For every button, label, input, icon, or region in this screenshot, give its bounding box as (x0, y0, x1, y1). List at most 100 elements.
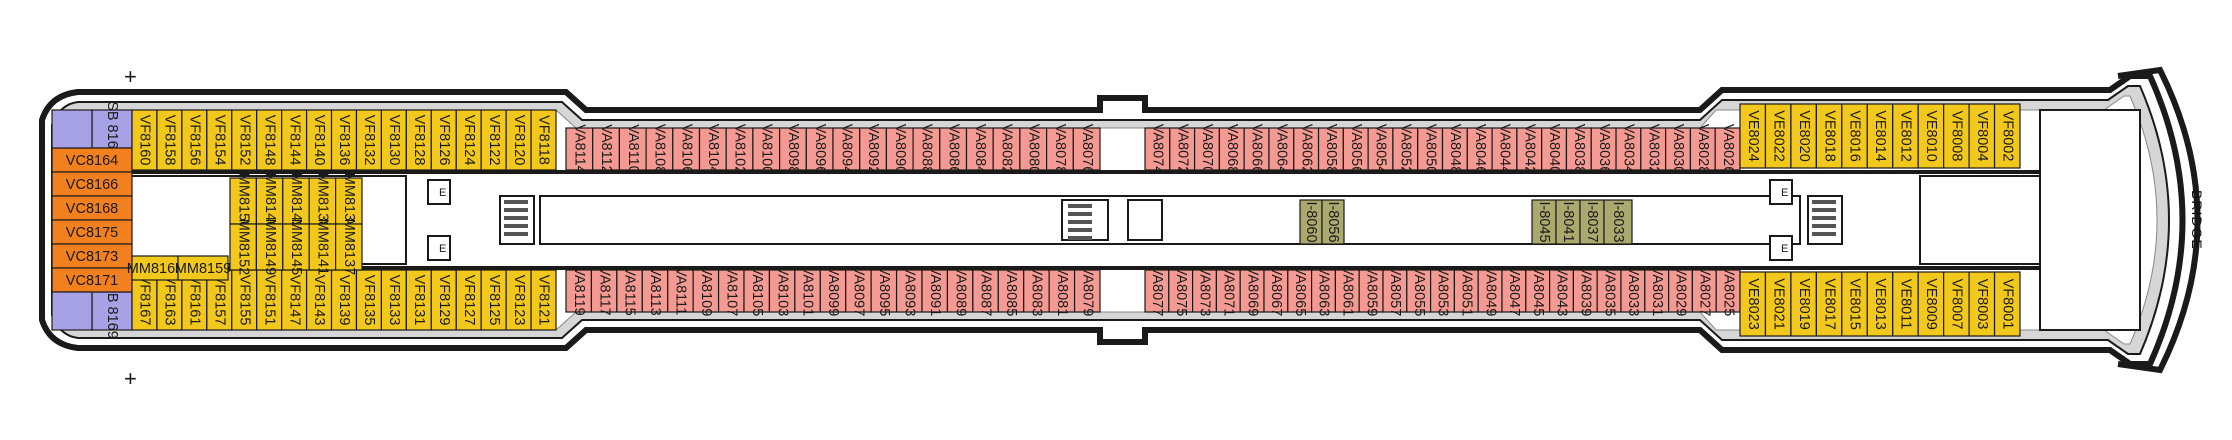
cabin-verandah[interactable]: VF8151 (256, 269, 283, 331)
cabin-verandah[interactable]: VF8132 (355, 109, 383, 171)
cabin-box[interactable] (1917, 103, 1945, 169)
cabin-vista[interactable]: VA8084 (965, 124, 994, 175)
cabin-verandah[interactable]: VE8022 (1764, 103, 1792, 169)
cabin-box[interactable] (1243, 127, 1270, 171)
cabin-verandah[interactable]: VF8155 (231, 269, 258, 331)
cabin-inside[interactable]: MM8150 (229, 173, 257, 229)
cabin-box[interactable] (255, 223, 284, 271)
cabin-box[interactable] (1072, 127, 1101, 171)
cabin-box[interactable] (965, 127, 994, 171)
cabin-box[interactable] (355, 109, 383, 171)
cabin-vista[interactable]: VA8104 (698, 124, 727, 175)
cabin-vista[interactable]: VA8087 (972, 266, 999, 317)
cabin-vista[interactable]: VA8117 (590, 266, 618, 316)
cabin-box[interactable] (794, 269, 821, 313)
cabin-vista[interactable]: VA8047 (1501, 266, 1527, 317)
cabin-verandah[interactable]: VF8133 (380, 269, 407, 331)
cabin-vista[interactable]: VA8107 (717, 266, 745, 317)
cabin-vista[interactable]: VA8099 (819, 266, 847, 317)
cabin-box[interactable] (641, 269, 669, 313)
cabin-box[interactable] (1603, 199, 1633, 245)
cabin-box[interactable] (256, 109, 283, 171)
cabin-vista[interactable]: VA8114 (565, 124, 594, 174)
cabin-suite[interactable]: VC8168 (51, 195, 133, 221)
cabin-vista[interactable]: VA8057 (1382, 266, 1408, 317)
cabin-box[interactable] (565, 269, 593, 313)
cabin-vista[interactable]: VA8070 (1193, 124, 1220, 175)
cabin-vista[interactable]: VA8101 (794, 266, 821, 317)
cabin-vista[interactable]: VA8030 (1665, 124, 1692, 175)
cabin-inside[interactable]: MM8159 (175, 255, 231, 281)
cabin-box[interactable] (921, 269, 949, 313)
cabin-vista[interactable]: VA8032 (1640, 124, 1667, 175)
cabin-verandah[interactable]: VF8160 (131, 109, 158, 171)
cabin-vista[interactable]: VA8091 (921, 266, 949, 317)
cabin-box[interactable] (1144, 127, 1171, 171)
cabin-box[interactable] (335, 177, 363, 225)
cabin-vista[interactable]: VA8090 (885, 124, 914, 175)
cabin-verandah[interactable]: VE8014 (1866, 103, 1894, 169)
cabin-box[interactable] (1073, 269, 1101, 313)
cabin-vista[interactable]: VA8078 (1045, 124, 1074, 175)
cabin-box[interactable] (1565, 127, 1592, 171)
cabin-verandah[interactable]: VE8018 (1815, 103, 1843, 169)
cabin-box[interactable] (1993, 103, 2021, 169)
cabin-verandah[interactable]: VE8017 (1815, 271, 1843, 337)
cabin-vista[interactable]: VA8119 (565, 266, 593, 316)
cabin-verandah[interactable]: VF8130 (380, 109, 407, 171)
cabin-vista[interactable]: VA8093 (895, 266, 923, 317)
cabin-vista[interactable]: VA8035 (1596, 266, 1622, 317)
cabin-box[interactable] (1968, 103, 1996, 169)
cabin-box[interactable] (177, 255, 229, 281)
cabin-verandah[interactable]: VE8015 (1841, 271, 1868, 337)
cabin-vista[interactable]: VA8105 (743, 266, 771, 317)
cabin-vista[interactable]: VA8026 (1714, 124, 1741, 175)
cabin-box[interactable] (1739, 271, 1767, 337)
cabin-verandah[interactable]: VF8128 (405, 109, 432, 171)
cabin-verandah[interactable]: VF8144 (281, 109, 308, 171)
cabin-verandah[interactable]: VF8156 (181, 109, 208, 171)
cabin-box[interactable] (282, 223, 310, 271)
cabin-vista[interactable]: VA8061 (1334, 266, 1360, 317)
cabin-vista[interactable]: VA8025 (1715, 266, 1741, 317)
cabin-box[interactable] (1993, 271, 2021, 337)
cabin-verandah[interactable]: VE8023 (1739, 271, 1767, 337)
cabin-box[interactable] (256, 269, 283, 331)
cabin-box[interactable] (1531, 199, 1557, 245)
cabin-inside[interactable]: MM8134 (335, 173, 363, 229)
cabin-vista[interactable]: VA8065 (1287, 266, 1313, 317)
cabin-signature[interactable]: SB 8162 (91, 101, 133, 157)
cabin-verandah[interactable]: VF8143 (305, 269, 333, 331)
cabin-box[interactable] (1640, 127, 1667, 171)
cabin-suite[interactable]: VC8166 (51, 171, 133, 197)
cabin-box[interactable] (1579, 199, 1605, 245)
cabin-box[interactable] (131, 109, 158, 171)
cabin-vista[interactable]: VA8095 (870, 266, 898, 317)
cabin-vista[interactable]: VA8109 (692, 266, 720, 317)
cabin-vista[interactable]: VA8068 (1218, 124, 1245, 175)
cabin-vista[interactable]: VA8081 (1048, 266, 1076, 317)
cabin-box[interactable] (330, 269, 358, 331)
cabin-vista[interactable]: VA8028 (1689, 124, 1716, 175)
cabin-vista[interactable]: VA8066 (1243, 124, 1270, 175)
cabin-vista[interactable]: VA8027 (1691, 266, 1717, 317)
cabin-box[interactable] (845, 269, 872, 313)
cabin-box[interactable] (1714, 127, 1741, 171)
cabin-suite[interactable]: VC8173 (51, 243, 133, 269)
cabin-box[interactable] (1841, 271, 1868, 337)
cabin-verandah[interactable]: VE8020 (1790, 103, 1817, 169)
cabin-suite[interactable]: VC8164 (51, 147, 133, 173)
cabin-box[interactable] (281, 269, 308, 331)
cabin-box[interactable] (592, 127, 621, 171)
cabin-verandah[interactable]: VF8127 (455, 269, 482, 331)
cabin-verandah[interactable]: VE8010 (1917, 103, 1945, 169)
cabin-vista[interactable]: VA8111 (667, 267, 694, 315)
cabin-verandah[interactable]: VE8011 (1892, 271, 1919, 337)
cabin-box[interactable] (530, 109, 557, 171)
cabin-verandah[interactable]: VF8122 (480, 109, 507, 171)
cabin-box[interactable] (405, 109, 432, 171)
cabin-box[interactable] (1317, 127, 1344, 171)
cabin-box[interactable] (181, 109, 208, 171)
cabin-verandah[interactable]: VF8147 (281, 269, 308, 331)
cabin-vista[interactable]: VA8039 (1572, 266, 1598, 317)
